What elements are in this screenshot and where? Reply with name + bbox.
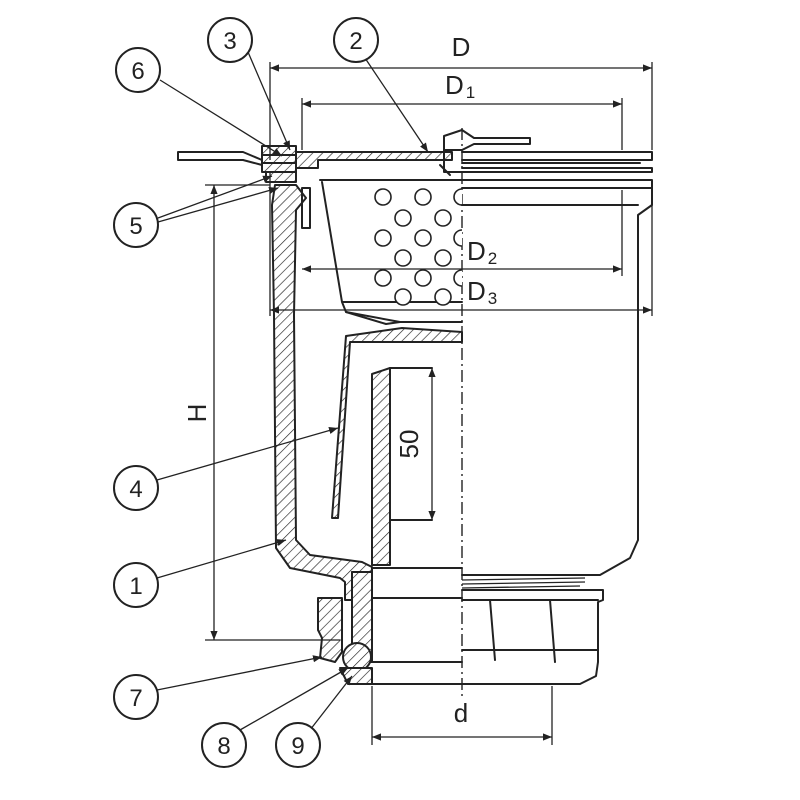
callout-4: 4: [113, 465, 159, 511]
dim-label-H: H: [182, 404, 212, 423]
lift-handle: [443, 129, 531, 151]
svg-text:8: 8: [217, 733, 230, 760]
hex-nut-flats: [461, 599, 599, 663]
cover-plate-section: [269, 151, 453, 169]
svg-text:4: 4: [129, 476, 142, 503]
outlet-left-body: [371, 567, 463, 685]
riser-inner-line: [389, 367, 433, 521]
dim-label-D: D: [452, 32, 471, 62]
callout-5: 5: [113, 202, 159, 248]
cover-right: [461, 151, 653, 161]
dim-label-d: d: [454, 698, 468, 728]
left-clamp-tab: [177, 151, 263, 166]
callout-8: 8: [201, 722, 247, 768]
outlet-nut-section: [317, 597, 343, 663]
callout-2: 2: [333, 17, 379, 63]
seal-ring-upper: [261, 154, 297, 164]
callout-6: 6: [115, 47, 161, 93]
svg-text:5: 5: [129, 213, 142, 240]
basket-guide-bar: [301, 187, 311, 229]
o-ring-seal: [342, 642, 372, 672]
svg-text:6: 6: [131, 58, 144, 85]
svg-text:2: 2: [349, 28, 362, 55]
body-wall-section: [271, 184, 373, 601]
handle-hinge: [439, 149, 463, 176]
perforation-holes: [374, 188, 463, 306]
riser-pipe: [371, 367, 391, 566]
svg-text:7: 7: [129, 685, 142, 712]
callout-9: 9: [275, 722, 321, 768]
svg-text:1: 1: [129, 573, 142, 600]
body-right-outline: [461, 179, 653, 576]
body-right-rim: [461, 187, 653, 206]
hex-nut-right: [461, 589, 604, 685]
callout-7: 7: [113, 674, 159, 720]
svg-text:9: 9: [291, 733, 304, 760]
basket-cone: [345, 311, 401, 325]
callout-3: 3: [207, 17, 253, 63]
inner-trap-wall: [331, 327, 463, 519]
thread-lines: [461, 577, 586, 589]
callout-1: 1: [113, 562, 159, 608]
leader-lines: [156, 51, 429, 731]
cover-right-lower: [461, 162, 653, 173]
dim-label-50: 50: [394, 430, 424, 459]
svg-text:3: 3: [223, 28, 236, 55]
